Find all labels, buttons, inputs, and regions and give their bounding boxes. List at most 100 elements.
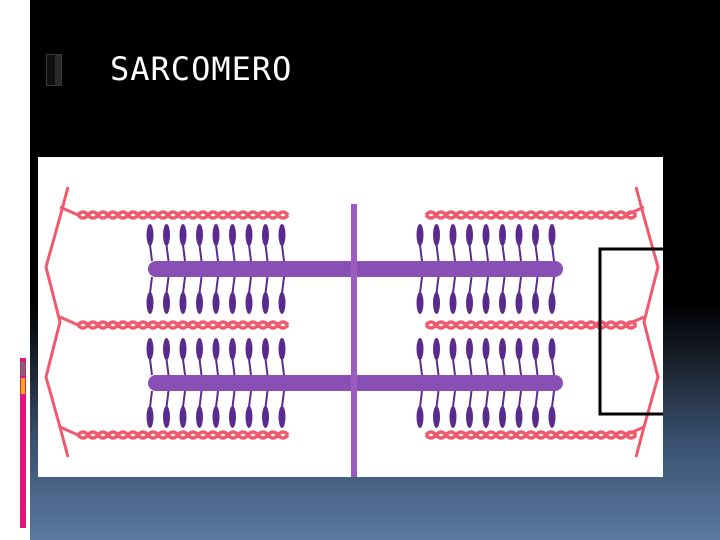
myosin-head	[548, 338, 556, 360]
myosin-neck	[501, 390, 506, 408]
myosin-head	[532, 292, 539, 314]
myosin-head	[466, 406, 473, 428]
myosin-head	[212, 338, 220, 360]
myosin-neck	[281, 390, 285, 408]
myosin-head	[532, 224, 539, 246]
myosin-head	[433, 338, 440, 360]
myosin-neck	[231, 358, 236, 376]
myosin-neck	[165, 390, 170, 408]
actin-strand	[424, 322, 638, 330]
myosin-neck	[198, 276, 203, 294]
myosin-head	[449, 224, 457, 246]
sarcomere-diagram	[38, 157, 663, 477]
myosin-head	[416, 224, 424, 246]
myosin-neck	[435, 358, 440, 376]
myosin-head	[515, 406, 523, 428]
myosin-neck	[452, 358, 456, 376]
myosin-head	[212, 406, 220, 428]
myosin-neck	[485, 276, 489, 294]
myosin-head	[146, 224, 154, 246]
myosin-head	[548, 224, 556, 246]
myosin-neck	[149, 358, 153, 376]
myosin-head	[515, 292, 523, 314]
myosin-head	[163, 406, 170, 428]
myosin-head	[466, 224, 473, 246]
myosin-head	[245, 406, 253, 428]
accent-bar-yellow	[21, 378, 25, 394]
myosin-head	[146, 406, 154, 428]
myosin-head	[278, 406, 286, 428]
myosin-neck	[419, 244, 423, 262]
myosin-head	[163, 292, 170, 314]
myosin-head	[433, 406, 440, 428]
myosin-neck	[264, 358, 269, 376]
myosin-neck	[419, 358, 423, 376]
myosin-head	[482, 224, 490, 246]
myosin-neck	[435, 390, 440, 408]
actin-strand	[76, 212, 290, 220]
myosin-head	[262, 406, 269, 428]
myosin-neck	[518, 244, 522, 262]
myosin-neck	[248, 390, 252, 408]
myosin-head	[278, 292, 286, 314]
myosin-neck	[485, 244, 489, 262]
myosin-neck	[281, 244, 285, 262]
myosin-neck	[182, 244, 186, 262]
myosin-neck	[419, 276, 423, 294]
myosin-head	[229, 338, 236, 360]
actin-strand	[76, 320, 290, 328]
myosin-head	[245, 338, 253, 360]
myosin-neck	[182, 390, 186, 408]
myosin-neck	[419, 390, 423, 408]
myosin-neck	[551, 244, 555, 262]
myosin-neck	[452, 244, 456, 262]
myosin-neck	[182, 276, 186, 294]
myosin-head	[499, 338, 506, 360]
myosin-neck	[165, 244, 170, 262]
myosin-neck	[264, 390, 269, 408]
myosin-neck	[485, 390, 489, 408]
myosin-neck	[248, 358, 252, 376]
accent-bar-gray	[21, 362, 25, 376]
myosin-head	[515, 338, 523, 360]
myosin-head	[229, 224, 236, 246]
myosin-head	[499, 224, 506, 246]
slide-title: SARCOMERO	[110, 50, 293, 88]
myosin-neck	[452, 390, 456, 408]
myosin-heads	[146, 224, 556, 428]
myosin-neck	[149, 276, 153, 294]
myosin-head	[245, 224, 253, 246]
myosin-head	[146, 292, 154, 314]
myosin-head	[278, 338, 286, 360]
myosin-neck	[231, 276, 236, 294]
actin-strand	[76, 322, 290, 330]
myosin-neck	[264, 244, 269, 262]
sarcomere-svg	[44, 186, 663, 477]
myosin-neck	[551, 358, 555, 376]
myosin-head	[278, 224, 286, 246]
myosin-neck	[198, 244, 203, 262]
myosin-neck	[281, 276, 285, 294]
myosin-neck	[281, 358, 285, 376]
myosin-head	[212, 224, 220, 246]
myosin-neck	[501, 276, 506, 294]
actin-strand	[424, 432, 638, 440]
myosin-neck	[468, 276, 473, 294]
myosin-head	[416, 338, 424, 360]
myosin-head	[482, 406, 490, 428]
actin-filaments	[76, 210, 638, 440]
myosin-head	[532, 338, 539, 360]
myosin-neck	[501, 358, 506, 376]
myosin-neck	[518, 390, 522, 408]
myosin-head	[163, 338, 170, 360]
myosin-neck	[182, 358, 186, 376]
myosin-head	[548, 292, 556, 314]
myosin-neck	[534, 390, 539, 408]
myosin-head	[229, 406, 236, 428]
myosin-neck	[501, 244, 506, 262]
myosin-neck	[231, 244, 236, 262]
myosin-head	[262, 292, 269, 314]
myosin-head	[499, 292, 506, 314]
myosin-neck	[248, 244, 252, 262]
myosin-neck	[518, 276, 522, 294]
